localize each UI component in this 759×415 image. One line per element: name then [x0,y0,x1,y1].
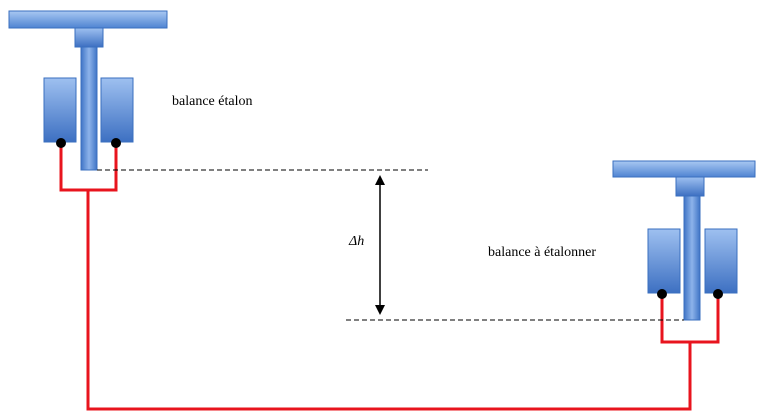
calibrated-top-plate [612,160,756,178]
calibrated-balance-label: balance à étalonner [488,245,596,260]
reference-left-port [56,138,66,148]
calibrated-weight-holder [675,176,705,197]
reference-balance [8,10,168,171]
calibrated-right-cylinder [704,228,738,294]
reference-weight-holder [74,27,104,48]
reference-left-cylinder [43,77,77,143]
calibrated-right-port [713,289,723,299]
calibrated-balance [612,160,756,321]
calibrated-piston [683,195,701,321]
calibrated-left-port [657,289,667,299]
height-difference-label: Δh [348,234,364,249]
reference-top-plate [8,10,168,29]
reference-right-cylinder [100,77,134,143]
reference-right-port [111,138,121,148]
connecting-pipe [59,143,720,411]
calibrated-left-cylinder [647,228,681,294]
reference-balance-label: balance étalon [172,94,252,109]
reference-piston [80,46,98,171]
